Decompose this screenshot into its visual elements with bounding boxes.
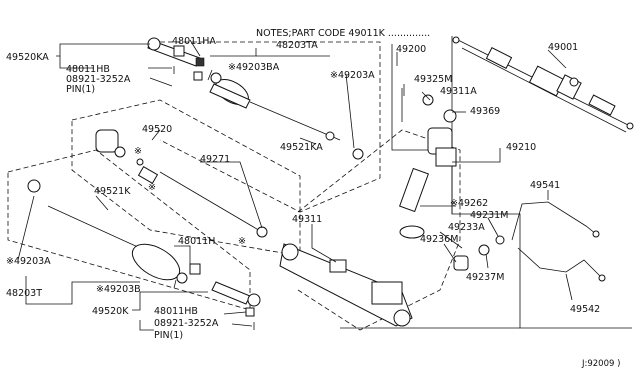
diagram-code: J:92009 )	[581, 359, 620, 369]
label-49542: 49542	[570, 304, 600, 315]
hydraulic-lines	[511, 201, 606, 282]
rack-assembly-49001	[452, 36, 634, 133]
label-49521K: 49521K	[94, 186, 131, 197]
label-49520KA: 49520KA	[6, 52, 49, 63]
gear-housing-49311	[279, 243, 413, 327]
label-49369: 49369	[470, 106, 500, 117]
label-48203T: 48203T	[6, 288, 42, 299]
label-08921-top: 08921-3252A	[66, 74, 131, 85]
tie-rod-top	[209, 72, 364, 160]
tie-rod-end-bottom	[211, 281, 261, 330]
nut-48011HB-bottom	[245, 307, 255, 317]
pinion-valve	[399, 88, 457, 239]
inner-parts-middle	[95, 129, 268, 238]
star-marker-3: ※	[238, 236, 246, 247]
label-48011HA: 48011HA	[172, 36, 216, 47]
star-marker-2: ※	[148, 182, 156, 193]
label-49262: ※49262	[450, 198, 488, 209]
label-49541: 49541	[530, 180, 560, 191]
label-49203A-left: ※49203A	[6, 256, 51, 267]
leader-lines	[17, 39, 573, 331]
label-49271: 49271	[200, 154, 230, 165]
label-49311A: 49311A	[440, 86, 477, 97]
label-49210: 49210	[506, 142, 536, 153]
label-49203A-top: ※49203A	[330, 70, 375, 81]
group-box-bottom	[297, 129, 461, 331]
nut-48011HA	[195, 57, 205, 67]
label-49200: 49200	[396, 44, 426, 55]
main-group-frame	[391, 44, 632, 329]
tie-rod-left	[27, 179, 201, 284]
group-box-top	[159, 41, 381, 213]
label-48011H: 48011H	[178, 236, 215, 247]
label-08921-bottom: 08921-3252A	[154, 318, 219, 329]
label-48011HB-bottom: 48011HB	[154, 306, 198, 317]
label-49521KA: 49521KA	[280, 142, 323, 153]
notes-part-code: NOTES;PART CODE 49011K ..............	[256, 28, 430, 39]
label-49325M: 49325M	[414, 74, 452, 85]
star-marker-1: ※	[134, 146, 142, 157]
label-49231M: 49231M	[470, 210, 508, 221]
label-48203TA: 48203TA	[276, 40, 318, 51]
label-48011HB-top: 48011HB	[66, 64, 110, 75]
label-49520: 49520	[142, 124, 172, 135]
tie-rod-end-top	[147, 37, 205, 81]
label-49203B: ※49203B	[96, 284, 141, 295]
label-49236M: 49236M	[420, 234, 458, 245]
label-49520K: 49520K	[92, 306, 129, 317]
label-49001: 49001	[548, 42, 578, 53]
label-49311: 49311	[292, 214, 322, 225]
group-box-left	[7, 149, 251, 311]
label-49233A: 49233A	[448, 222, 485, 233]
label-pin-top: PIN(1)	[66, 84, 95, 95]
label-49237M: 49237M	[466, 272, 504, 283]
label-pin-bottom: PIN(1)	[154, 330, 183, 341]
label-49203BA: ※49203BA	[228, 62, 280, 73]
nut-48011HB-top	[193, 71, 203, 81]
seal-parts	[453, 235, 505, 271]
